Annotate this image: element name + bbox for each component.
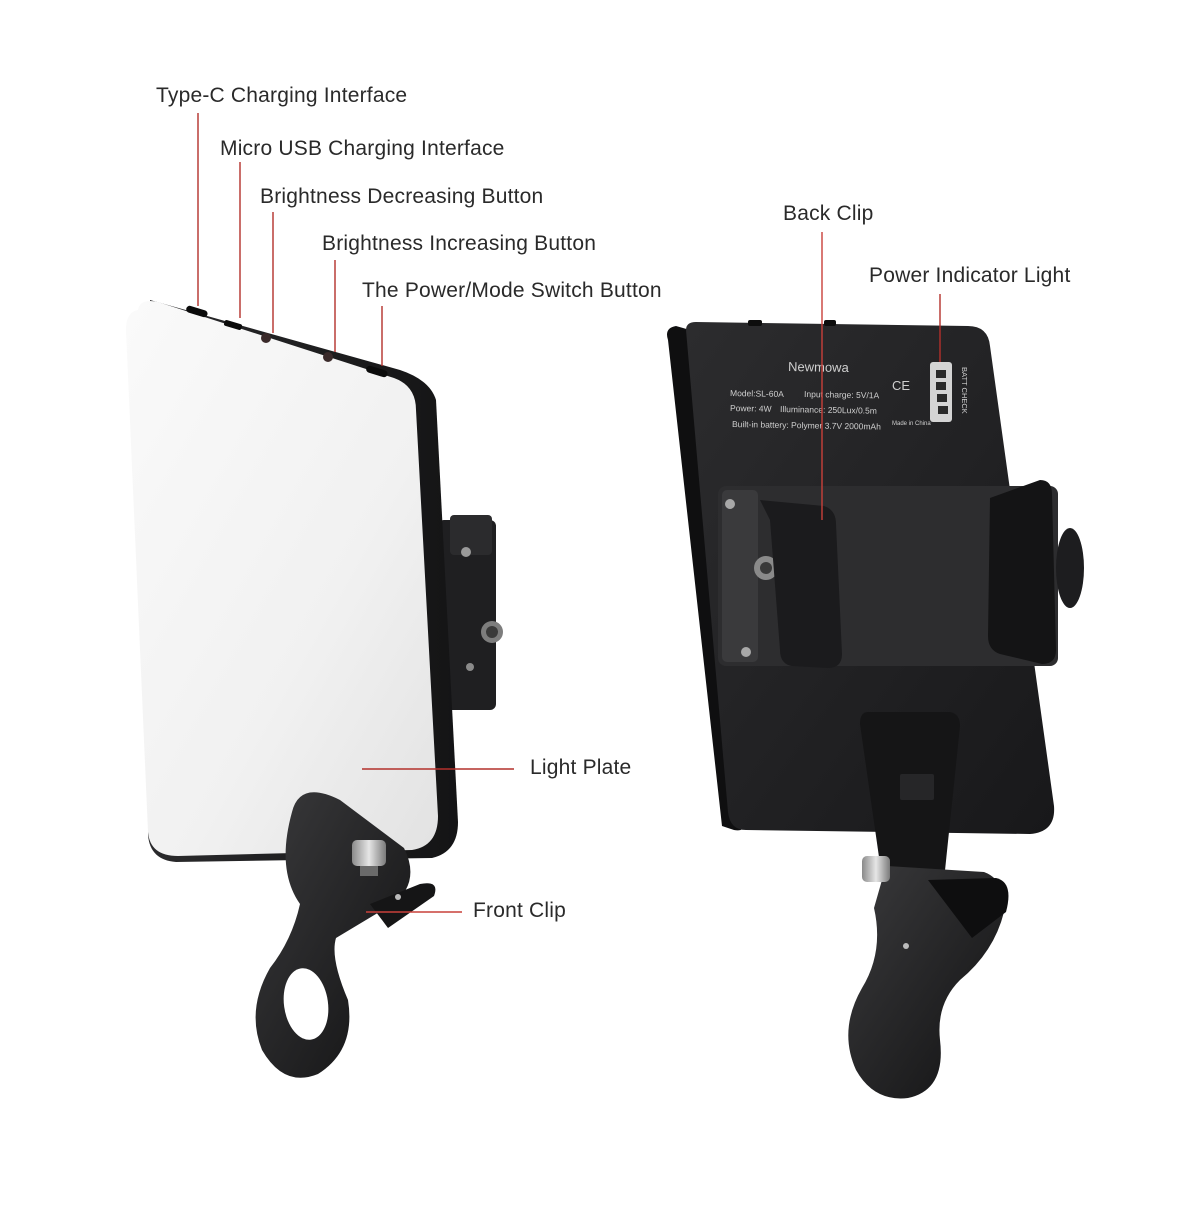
top-ports <box>186 305 388 378</box>
front-knob <box>352 840 386 866</box>
leader-lines <box>197 113 941 913</box>
printed-label: Newmowa Model:SL-60A Input charge: 5V/1A… <box>730 359 969 432</box>
back-device: Newmowa Model:SL-60A Input charge: 5V/1A… <box>667 320 1084 1099</box>
power-indicator-light <box>930 362 952 422</box>
callout-power-indicator-light: Power Indicator Light <box>869 264 1071 287</box>
model-text: Model:SL-60A <box>730 388 784 399</box>
batt-check-text: BATT CHECK <box>960 367 969 414</box>
back-clip-assembly <box>718 480 1084 668</box>
callout-back-clip: Back Clip <box>783 202 874 225</box>
brightness-down-button <box>261 333 271 343</box>
front-clip <box>255 792 436 1078</box>
ce-mark: CE <box>892 378 910 393</box>
type-c-port <box>186 305 208 318</box>
battery-text: Built-in battery: Polymer 3.7V 2000mAh <box>732 419 881 432</box>
mount-block <box>438 515 503 710</box>
callout-brightness-decreasing-button: Brightness Decreasing Button <box>260 185 544 208</box>
clip-ring-hole <box>283 968 329 1040</box>
hinge <box>860 712 960 892</box>
callout-light-plate: Light Plate <box>530 756 632 779</box>
back-clip-jaw-right <box>988 480 1056 664</box>
callout-type-c-charging-interface: Type-C Charging Interface <box>156 84 408 107</box>
brand-text: Newmowa <box>788 359 850 375</box>
back-knob <box>862 856 890 882</box>
made-in-text: Made in China <box>892 421 931 427</box>
back-clip-jaw-left <box>760 500 842 668</box>
back-lower-clip <box>848 856 1009 1099</box>
callout-brightness-increasing-button: Brightness Increasing Button <box>322 232 597 255</box>
illuminance-text: Illuminance: 250Lux/0.5m <box>780 404 877 416</box>
power-mode-button <box>366 365 388 378</box>
light-plate-panel <box>126 301 438 856</box>
micro-usb-port <box>224 319 242 331</box>
callout-power-mode-switch-button: The Power/Mode Switch Button <box>362 279 662 302</box>
front-device <box>126 300 503 1078</box>
power-text: Power: 4W <box>730 403 772 414</box>
callout-front-clip: Front Clip <box>473 899 567 922</box>
input-text: Input charge: 5V/1A <box>804 389 880 400</box>
brightness-up-button <box>323 352 333 362</box>
callout-micro-usb-charging-interface: Micro USB Charging Interface <box>220 137 505 160</box>
